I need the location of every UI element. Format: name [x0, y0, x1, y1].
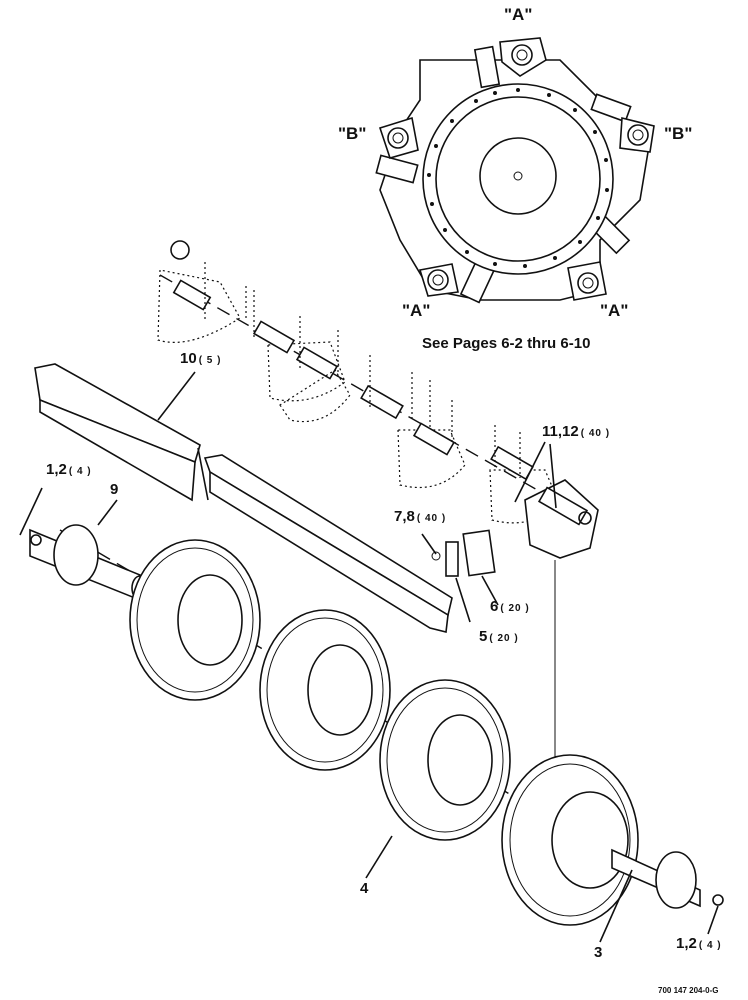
leader-lines	[19, 371, 719, 943]
channel-beam	[34, 363, 453, 633]
drum-assembly	[29, 524, 724, 926]
callout-1-2-right: 1,2( 4 )	[676, 935, 722, 952]
drawing-code: 700 147 204-0-G	[658, 986, 719, 995]
bearing-flange-b-left	[378, 116, 419, 159]
paddle-bracket-1	[157, 240, 247, 343]
see-pages-note: See Pages 6-2 thru 6-10	[422, 335, 590, 352]
bearing-flange-a-bottom-left	[418, 263, 459, 297]
callout-5: 5( 20 )	[479, 628, 519, 645]
callout-6: 6( 20 )	[490, 598, 530, 615]
callout-11-12: 11,12( 40 )	[542, 423, 610, 440]
shim-plates	[431, 529, 496, 577]
bearing-flange-b-right	[619, 116, 655, 153]
label-a-top: "A"	[504, 5, 532, 24]
paddle-bracket-3	[279, 355, 453, 445]
callout-4: 4	[360, 880, 369, 897]
hub-bolt-ring	[427, 88, 609, 268]
callout-9: 9	[110, 481, 118, 498]
paddle-bracket-2	[252, 290, 346, 402]
hub-detail-view	[375, 37, 655, 304]
end-bracket	[524, 479, 599, 780]
bearing-flange-a-top	[499, 37, 547, 77]
paddle-shaft-assembly	[157, 240, 599, 780]
label-b-right: "B"	[664, 124, 692, 143]
callout-10: 10( 5 )	[180, 350, 221, 367]
label-a-bottom-right: "A"	[600, 301, 628, 320]
callout-1-2-left: 1,2( 4 )	[46, 461, 92, 478]
bearing-flange-a-bottom-right	[567, 261, 607, 301]
label-a-bottom-left: "A"	[402, 301, 430, 320]
callout-7-8: 7,8( 40 )	[394, 508, 446, 525]
label-b-left: "B"	[338, 124, 366, 143]
callout-3: 3	[594, 944, 602, 961]
paddle-bracket-4	[397, 380, 466, 489]
